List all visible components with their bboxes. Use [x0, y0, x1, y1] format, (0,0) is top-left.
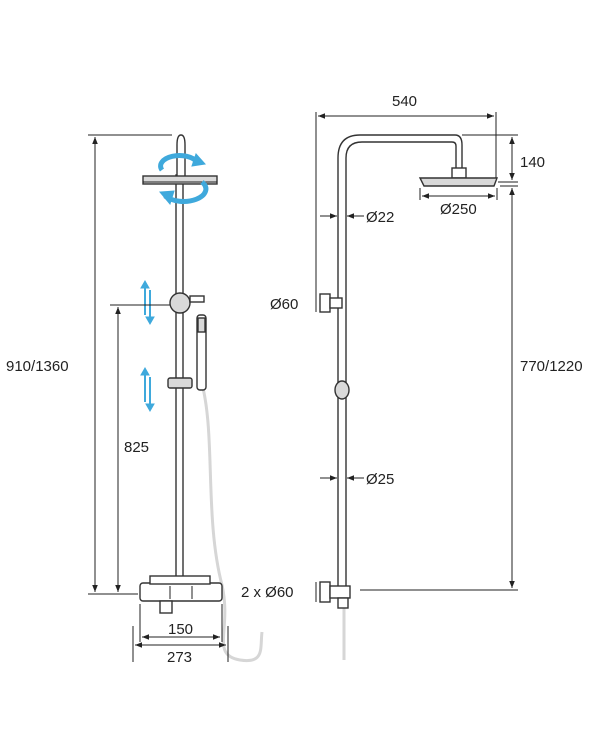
head-connector: [451, 167, 467, 179]
arm-length-label: 540: [392, 93, 417, 110]
wall-inlet: [319, 581, 331, 603]
mixer-side-outlet: [337, 597, 349, 609]
outer-width-label: 273: [167, 649, 192, 666]
column-height-label: 770/1220: [520, 358, 583, 375]
height-adjust-arrows-icon: [140, 279, 155, 413]
inner-width-label: 150: [168, 621, 193, 638]
bracket-knob: [189, 295, 205, 303]
upper-slide-bracket: [169, 292, 191, 314]
wall-bracket-upper: [319, 293, 331, 313]
upper-pipe-diameter-label: Ø22: [366, 209, 394, 226]
rotate-arrows-icon: [158, 153, 209, 206]
bracket-arm-upper: [329, 297, 343, 309]
hand-shower-head: [197, 317, 206, 333]
handset-height-label: 825: [124, 439, 149, 456]
shower-head-front: [142, 175, 218, 185]
side-view: 540 140 Ø250 Ø22 Ø60 Ø25 2 x Ø60 770/122…: [241, 93, 583, 660]
mixer-body: [139, 582, 223, 602]
head-drop-label: 140: [520, 154, 545, 171]
slide-holder: [167, 377, 193, 389]
side-slide: [334, 380, 350, 400]
total-height-label: 910/1360: [6, 358, 69, 375]
mixer-outlet: [159, 600, 173, 614]
lower-pipe-diameter-label: Ø25: [366, 471, 394, 488]
hand-shower: [196, 314, 207, 391]
shower-head-side: [418, 177, 499, 187]
mixer-side: [329, 585, 351, 599]
front-view: 910/1360 825 150 273: [6, 134, 264, 666]
mixer-top: [149, 575, 211, 585]
head-diameter-label: Ø250: [440, 201, 477, 218]
bracket-diameter-label: Ø60: [270, 296, 298, 313]
shower-hose: [201, 387, 264, 663]
inlet-diameters-label: 2 x Ø60: [241, 584, 294, 601]
